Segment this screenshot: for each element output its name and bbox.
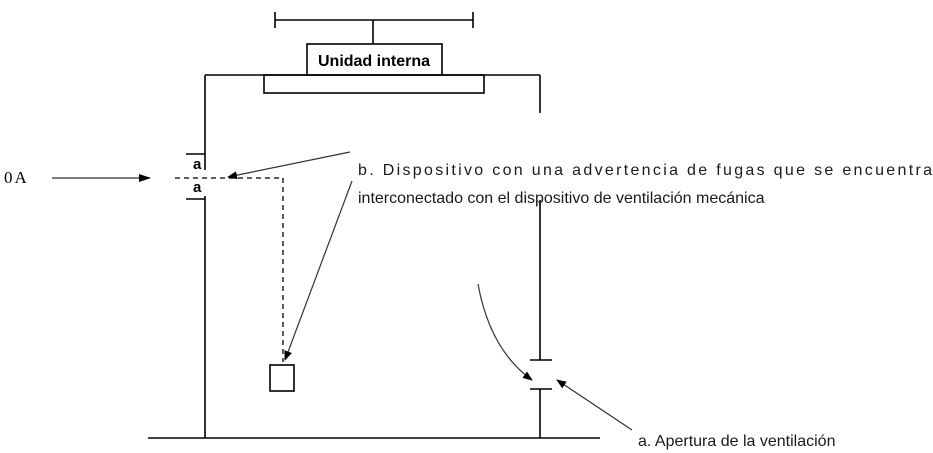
leak-warning-device — [269, 364, 295, 392]
svg-text:a: a — [193, 179, 202, 196]
indoor-unit-label: Unidad interna — [318, 53, 430, 70]
label-0a: 0A — [4, 168, 29, 187]
sensor-dashed-connection — [175, 177, 284, 362]
room-outline — [148, 74, 600, 439]
arrow-b-to-sensor — [227, 151, 351, 180]
svg-text:a: a — [193, 156, 202, 173]
suspension-bar — [274, 12, 474, 44]
arrow-a-to-vent — [556, 379, 633, 431]
label-b-line2: interconectado con el dispositivo de ven… — [358, 190, 765, 207]
airflow-curve-arrow — [477, 283, 533, 381]
label-vent-a: a. Apertura de la ventilación — [638, 433, 835, 450]
indoor-unit: Unidad interna — [263, 43, 485, 94]
label-b-line1: b. Dispositivo con una advertencia de fu… — [358, 162, 932, 179]
wall-opening-sensor: a a — [186, 153, 205, 200]
arrow-b-to-device — [284, 180, 353, 361]
